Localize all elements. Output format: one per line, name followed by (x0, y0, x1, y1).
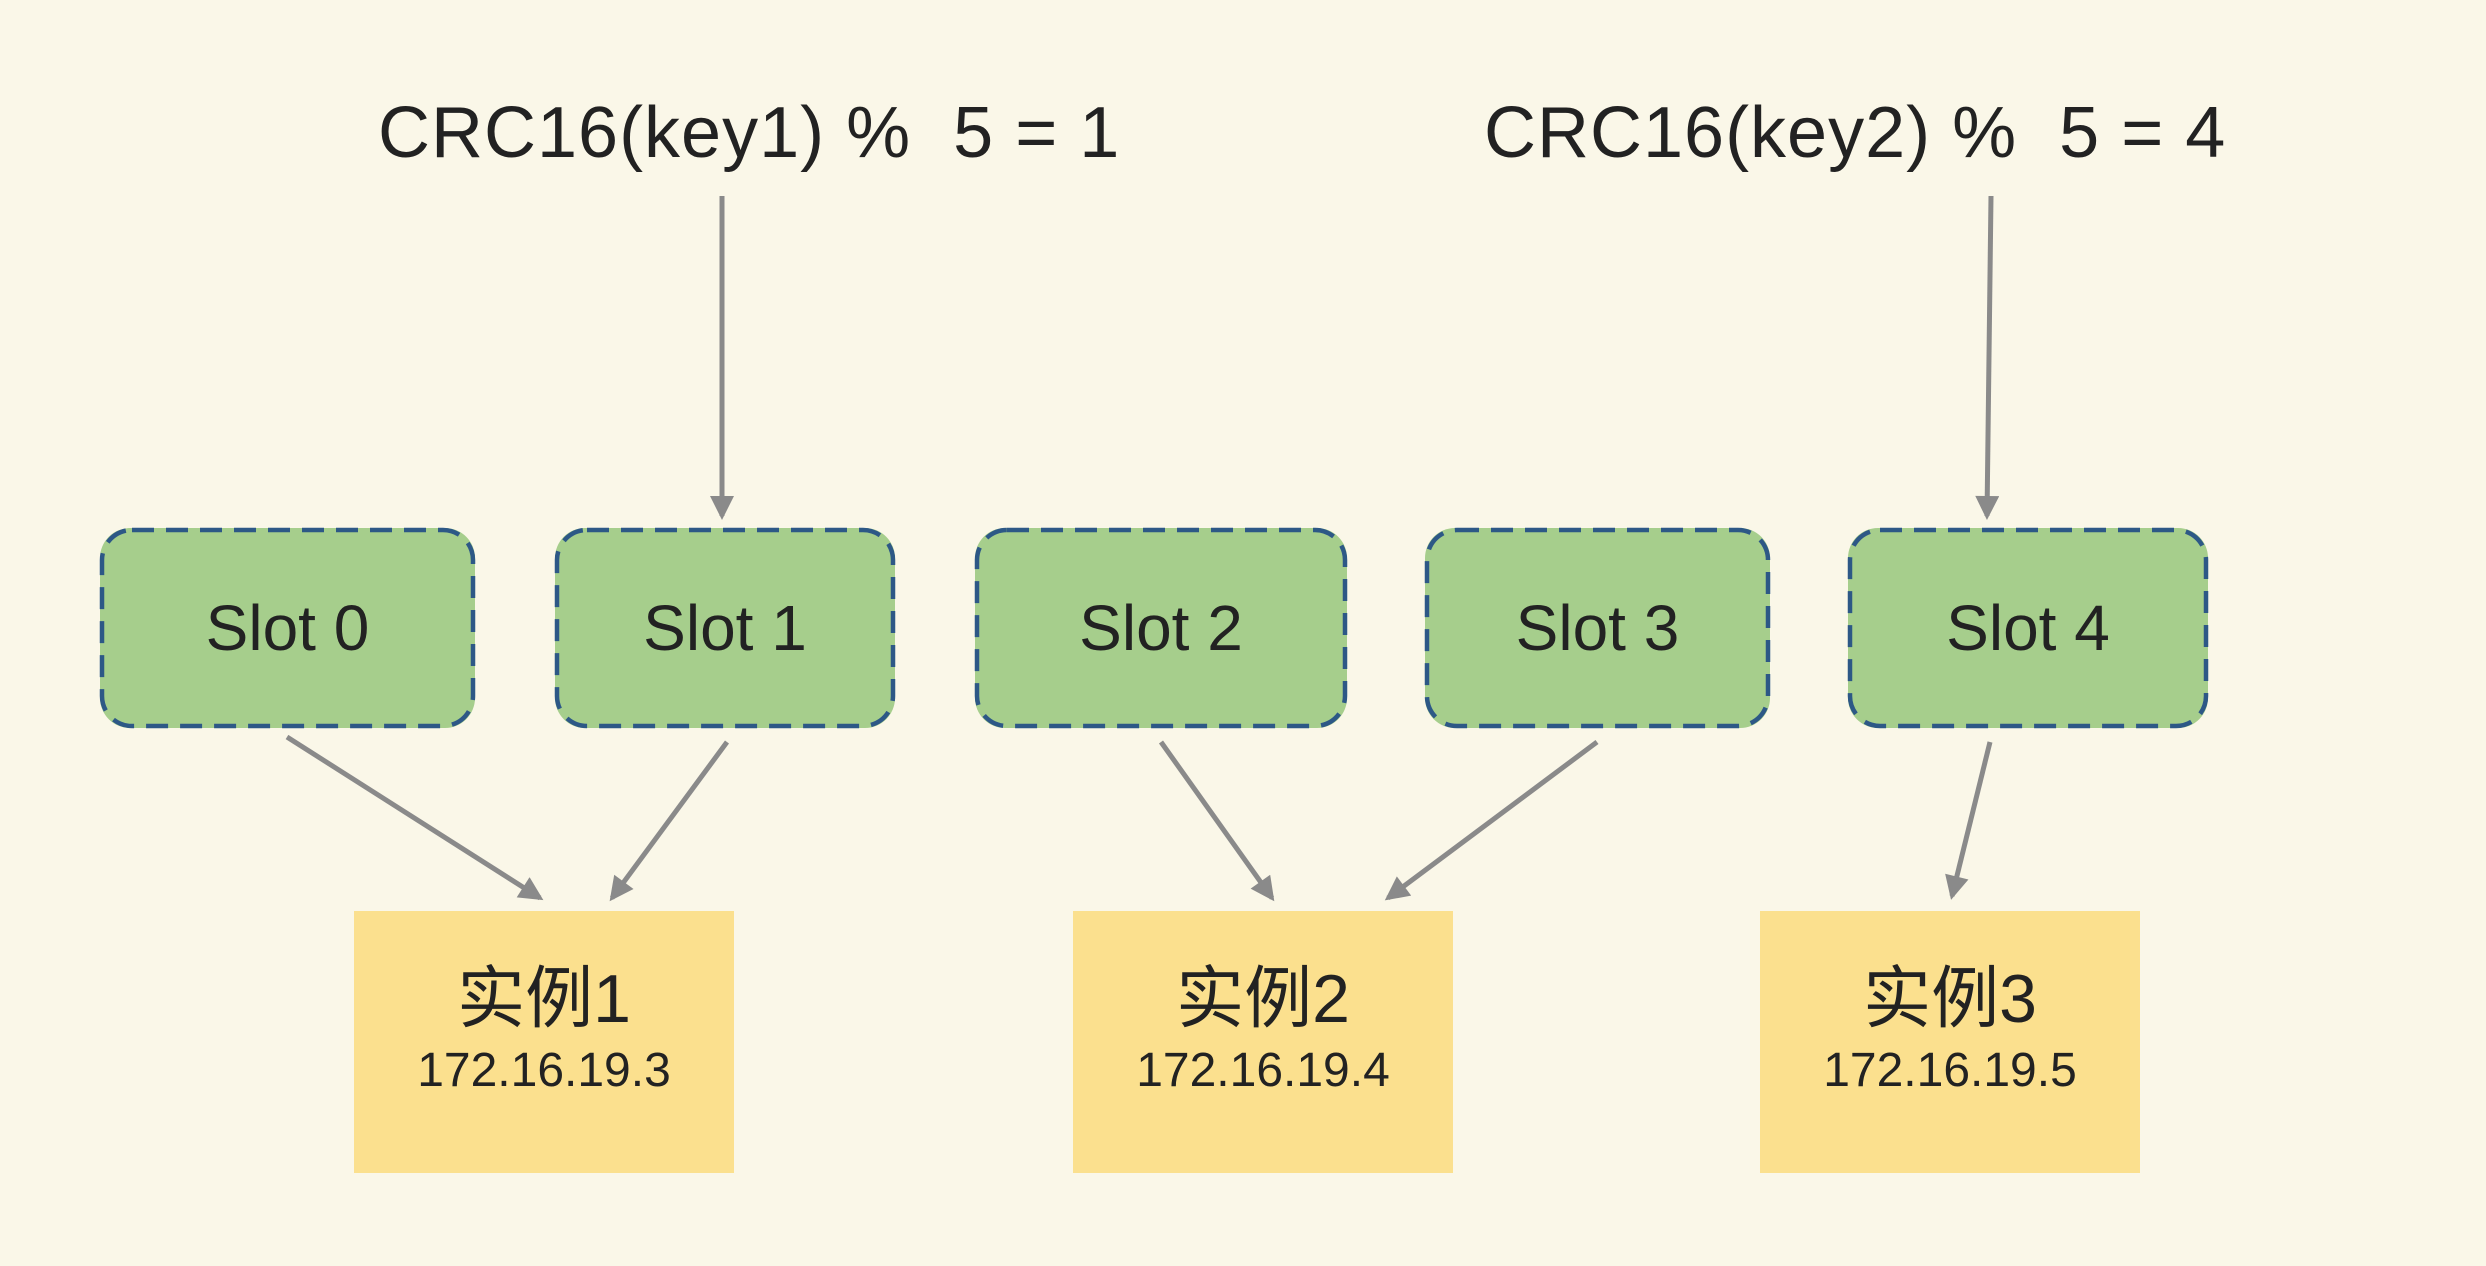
instance-3-name: 实例3 (1863, 960, 2037, 1037)
slot1-to-instance1-arrow (609, 740, 730, 902)
slot-4-box: Slot 4 (1848, 528, 2208, 728)
slot-4-label: Slot 4 (1946, 592, 2110, 664)
slot-2-box: Slot 2 (975, 528, 1347, 728)
slot2-to-instance2-arrow (1158, 740, 1275, 902)
crc16-key1-formula: CRC16(key1) % 5 = 1 (378, 93, 1121, 173)
key2-to-slot4-arrow (1975, 195, 2000, 520)
slot0-to-instance1-arrow (285, 734, 544, 901)
instance-2-box: 实例2 172.16.19.4 (1073, 911, 1453, 1173)
instance-2-ip: 172.16.19.4 (1136, 1043, 1390, 1097)
instance-3-ip: 172.16.19.5 (1823, 1043, 2077, 1097)
crc16-key2-formula: CRC16(key2) % 5 = 4 (1484, 93, 2227, 173)
instance-3-box: 实例3 172.16.19.5 (1760, 911, 2140, 1173)
slot-3-label: Slot 3 (1515, 592, 1680, 664)
slot-1-box: Slot 1 (555, 528, 895, 728)
slot3-to-instance2-arrow (1384, 739, 1599, 901)
instance-1-ip: 172.16.19.3 (417, 1043, 671, 1097)
slot-2-label: Slot 2 (1079, 592, 1243, 664)
instance-1-box: 实例1 172.16.19.3 (354, 911, 734, 1173)
slot-0-label: Slot 0 (205, 592, 370, 664)
slot-0-box: Slot 0 (100, 528, 475, 728)
slot-1-label: Slot 1 (643, 592, 807, 664)
instance-1-name: 实例1 (457, 960, 631, 1037)
slot-3-box: Slot 3 (1425, 528, 1770, 728)
instance-2-name: 实例2 (1176, 960, 1350, 1037)
slot4-to-instance3-arrow (1945, 741, 1993, 900)
